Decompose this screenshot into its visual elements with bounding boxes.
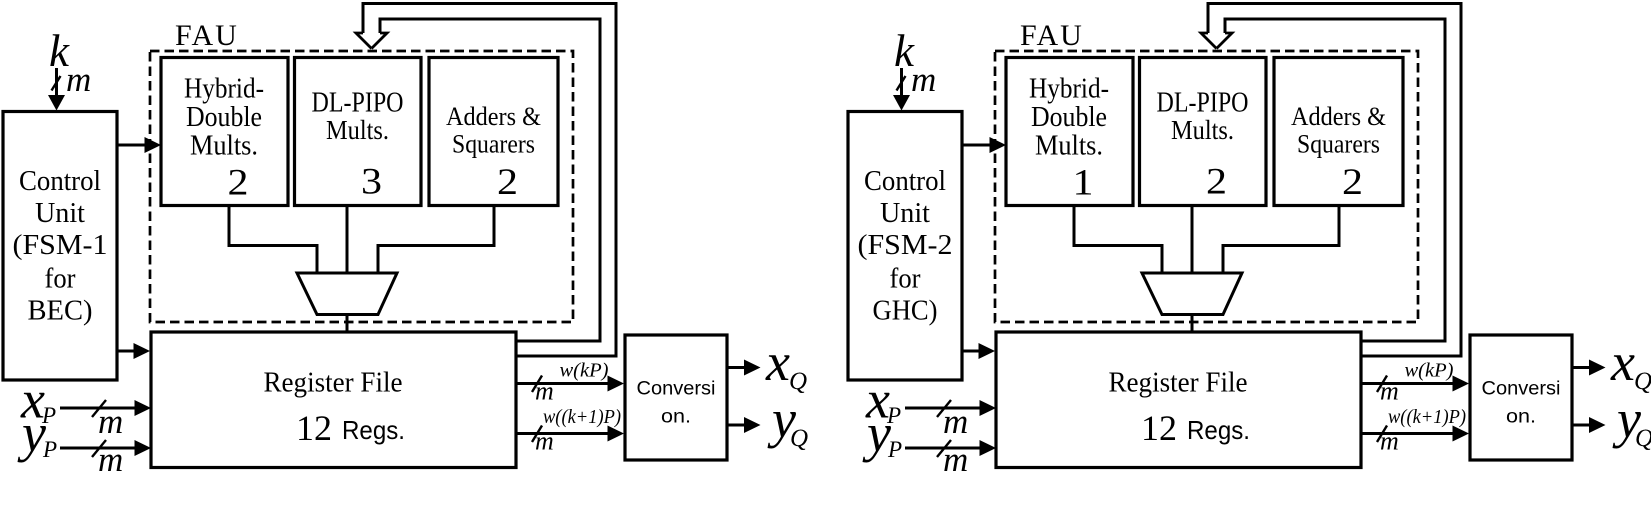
svg-text:(FSM-1: (FSM-1	[13, 229, 108, 261]
svg-text:Regs.: Regs.	[1187, 415, 1250, 445]
svg-text:(FSM-2: (FSM-2	[858, 229, 953, 261]
svg-text:on.: on.	[661, 407, 691, 428]
svg-text:Squarers: Squarers	[1297, 130, 1380, 159]
svg-text:DL-PIPO: DL-PIPO	[1157, 88, 1249, 119]
svg-text:for: for	[45, 263, 76, 295]
svg-text:k: k	[894, 26, 915, 76]
svg-text:y: y	[862, 403, 891, 463]
svg-text:Mults.: Mults.	[326, 115, 389, 145]
svg-text:P: P	[887, 437, 902, 462]
svg-text:Adders &: Adders &	[1291, 102, 1386, 131]
svg-text:w(kP): w(kP)	[560, 360, 609, 382]
svg-text:Unit: Unit	[880, 197, 930, 229]
svg-text:2: 2	[228, 163, 249, 204]
svg-text:k: k	[49, 26, 70, 76]
svg-text:Unit: Unit	[35, 197, 85, 229]
svg-text:Double: Double	[1031, 102, 1107, 133]
svg-text:Regs.: Regs.	[342, 415, 405, 445]
svg-text:Control: Control	[864, 165, 946, 197]
svg-text:for: for	[890, 263, 921, 295]
svg-text:m: m	[66, 60, 91, 99]
svg-text:x: x	[20, 370, 45, 430]
svg-text:x: x	[865, 370, 890, 430]
svg-text:2: 2	[497, 162, 518, 203]
svg-text:Q: Q	[1634, 368, 1651, 395]
svg-text:P: P	[42, 437, 57, 462]
svg-text:BEC): BEC)	[28, 295, 93, 327]
svg-text:12: 12	[296, 408, 332, 448]
svg-text:w((k+1)P): w((k+1)P)	[1388, 406, 1466, 428]
svg-text:y: y	[767, 389, 796, 449]
svg-text:Conversi: Conversi	[637, 379, 716, 400]
svg-text:GHC): GHC)	[873, 295, 938, 327]
svg-text:x: x	[765, 332, 790, 392]
svg-text:m: m	[911, 60, 936, 99]
svg-text:Adders &: Adders &	[446, 102, 541, 131]
svg-text:m: m	[1380, 427, 1399, 456]
svg-text:m: m	[98, 440, 123, 479]
svg-text:FAU: FAU	[1020, 19, 1084, 52]
svg-text:P: P	[41, 403, 56, 428]
svg-text:3: 3	[361, 162, 382, 203]
svg-text:Mults.: Mults.	[190, 131, 258, 162]
svg-text:w((k+1)P): w((k+1)P)	[543, 406, 621, 428]
svg-text:12: 12	[1141, 408, 1177, 448]
svg-text:Q: Q	[789, 368, 807, 395]
svg-text:m: m	[535, 427, 554, 456]
svg-text:on.: on.	[1506, 407, 1536, 428]
svg-text:m: m	[535, 377, 554, 406]
svg-text:x: x	[1610, 332, 1635, 392]
svg-text:m: m	[943, 440, 968, 479]
svg-text:P: P	[886, 403, 901, 428]
svg-text:2: 2	[1342, 162, 1363, 203]
svg-text:Register File: Register File	[1109, 368, 1248, 399]
svg-text:y: y	[17, 403, 46, 463]
svg-text:2: 2	[1206, 162, 1227, 203]
svg-text:1: 1	[1073, 163, 1094, 204]
svg-text:Control: Control	[19, 165, 101, 197]
svg-text:FAU: FAU	[175, 19, 239, 52]
svg-text:w(kP): w(kP)	[1405, 360, 1454, 382]
svg-text:Hybrid-: Hybrid-	[184, 74, 264, 105]
svg-text:Q: Q	[790, 425, 808, 452]
svg-text:y: y	[1612, 389, 1641, 449]
svg-text:m: m	[98, 402, 123, 441]
svg-text:m: m	[1380, 377, 1399, 406]
svg-text:Register File: Register File	[264, 368, 403, 399]
svg-text:Q: Q	[1635, 425, 1651, 452]
svg-text:Mults.: Mults.	[1171, 115, 1234, 145]
svg-text:Squarers: Squarers	[452, 130, 535, 159]
svg-text:Mults.: Mults.	[1035, 131, 1103, 162]
svg-text:Conversi: Conversi	[1482, 379, 1561, 400]
svg-text:DL-PIPO: DL-PIPO	[312, 88, 404, 119]
svg-text:Double: Double	[186, 102, 262, 133]
svg-text:m: m	[943, 402, 968, 441]
svg-text:Hybrid-: Hybrid-	[1029, 74, 1109, 105]
